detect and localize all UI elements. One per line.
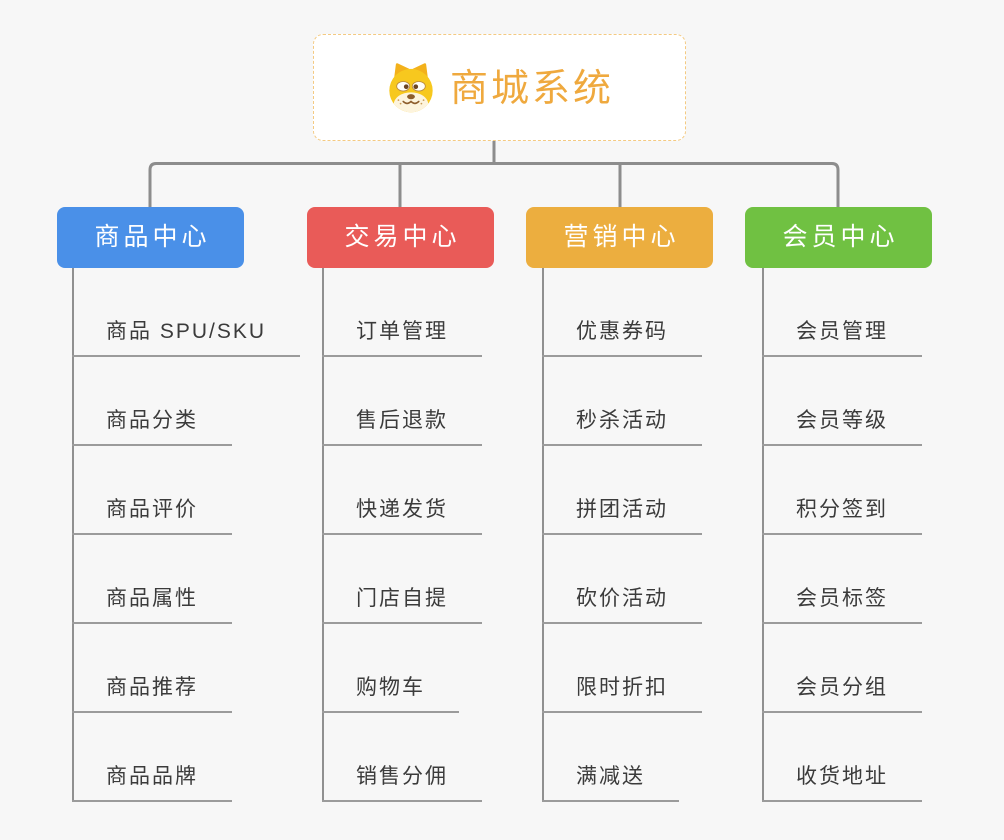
child-label: 会员分组 <box>796 676 888 699</box>
child-label: 满减送 <box>576 765 645 788</box>
dog-icon <box>389 62 433 112</box>
mindmap-child-node[interactable]: 销售分佣 <box>322 763 482 802</box>
child-label: 优惠券码 <box>576 320 668 343</box>
mindmap-child-node[interactable]: 快递发货 <box>322 496 482 535</box>
branch-node-trade-center[interactable]: 交易中心 <box>307 207 494 268</box>
child-label: 订单管理 <box>356 320 448 343</box>
mindmap-child-node[interactable]: 商品推荐 <box>72 674 232 713</box>
root-node-mall-system[interactable]: 商城系统 <box>313 34 686 141</box>
mindmap-child-node[interactable]: 订单管理 <box>322 318 482 357</box>
child-label: 砍价活动 <box>576 587 668 610</box>
mindmap-child-node[interactable]: 会员等级 <box>762 407 922 446</box>
child-label: 售后退款 <box>356 409 448 432</box>
mindmap-child-node[interactable]: 拼团活动 <box>542 496 702 535</box>
mindmap-child-node[interactable]: 商品分类 <box>72 407 232 446</box>
child-label: 商品品牌 <box>106 765 198 788</box>
child-label: 拼团活动 <box>576 498 668 521</box>
mindmap-child-node[interactable]: 积分签到 <box>762 496 922 535</box>
mindmap-child-node[interactable]: 砍价活动 <box>542 585 702 624</box>
mindmap-child-node[interactable]: 会员分组 <box>762 674 922 713</box>
child-label: 会员标签 <box>796 587 888 610</box>
mindmap-child-node[interactable]: 限时折扣 <box>542 674 702 713</box>
branch-node-product-center[interactable]: 商品中心 <box>57 207 244 268</box>
child-label: 商品 SPU/SKU <box>106 320 267 343</box>
mindmap-child-node[interactable]: 商品 SPU/SKU <box>72 318 301 357</box>
mindmap-child-node[interactable]: 商品评价 <box>72 496 232 535</box>
mindmap-child-node[interactable]: 会员管理 <box>762 318 922 357</box>
child-label: 限时折扣 <box>576 676 668 699</box>
child-label: 秒杀活动 <box>576 409 668 432</box>
child-label: 商品分类 <box>106 409 198 432</box>
child-label: 商品推荐 <box>106 676 198 699</box>
mindmap-child-node[interactable]: 购物车 <box>322 674 459 713</box>
child-label: 商品评价 <box>106 498 198 521</box>
child-label: 收货地址 <box>796 765 888 788</box>
child-label: 门店自提 <box>356 587 448 610</box>
child-label: 购物车 <box>356 676 425 699</box>
branch-node-marketing-center[interactable]: 营销中心 <box>526 207 713 268</box>
branch-node-member-center[interactable]: 会员中心 <box>745 207 932 268</box>
child-label: 会员管理 <box>796 320 888 343</box>
child-label: 销售分佣 <box>356 765 448 788</box>
mindmap-child-node[interactable]: 满减送 <box>542 763 679 802</box>
mindmap-child-node[interactable]: 秒杀活动 <box>542 407 702 446</box>
mindmap-child-node[interactable]: 商品属性 <box>72 585 232 624</box>
mindmap-child-node[interactable]: 商品品牌 <box>72 763 232 802</box>
child-label: 商品属性 <box>106 587 198 610</box>
branch-label: 交易中心 <box>344 223 461 251</box>
child-label: 积分签到 <box>796 498 888 521</box>
branch-label: 会员中心 <box>782 223 899 251</box>
branch-label: 营销中心 <box>563 223 680 251</box>
branch-label: 商品中心 <box>94 223 211 251</box>
root-title: 商城系统 <box>449 67 614 110</box>
child-label: 快递发货 <box>356 498 448 521</box>
child-label: 会员等级 <box>796 409 888 432</box>
mindmap-child-node[interactable]: 优惠券码 <box>542 318 702 357</box>
mindmap-child-node[interactable]: 会员标签 <box>762 585 922 624</box>
mindmap-child-node[interactable]: 门店自提 <box>322 585 482 624</box>
mindmap-child-node[interactable]: 售后退款 <box>322 407 482 446</box>
mindmap-child-node[interactable]: 收货地址 <box>762 763 922 802</box>
